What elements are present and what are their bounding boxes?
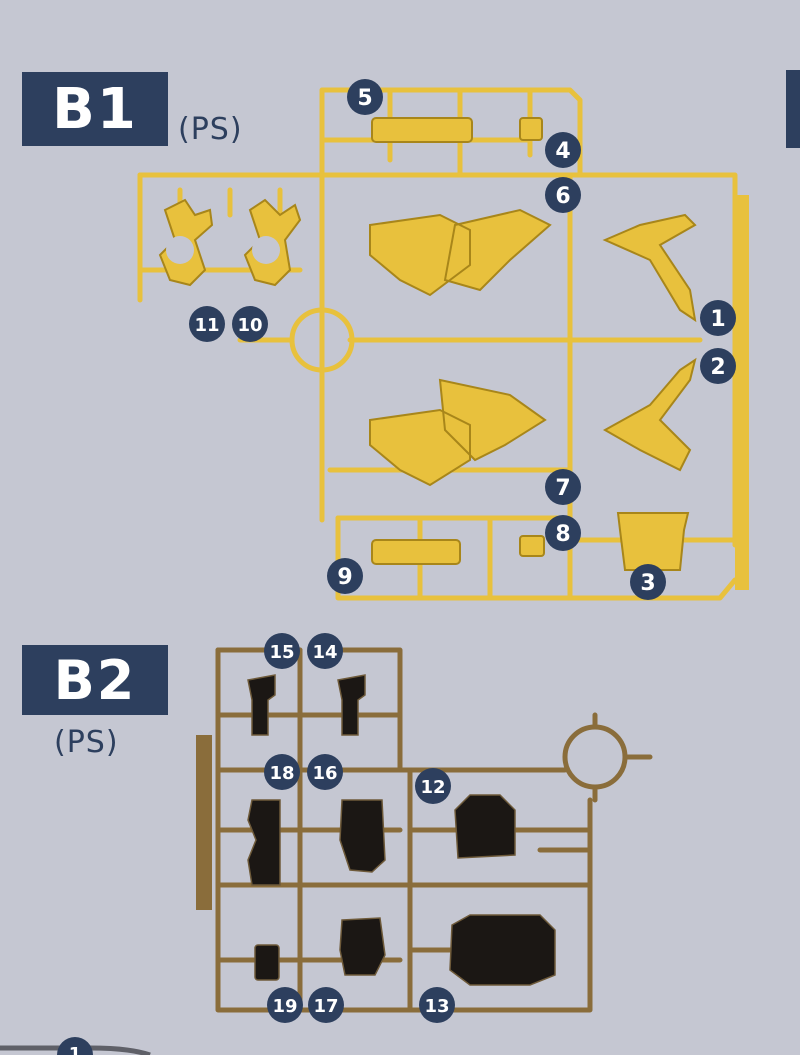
b2-badges: 15 14 18 16 12 19 17 13	[264, 633, 455, 1023]
b1-part-4	[519, 117, 543, 141]
b1-frame-bottom	[335, 515, 738, 601]
b1-part-9	[371, 539, 461, 565]
badge-17: 17	[308, 987, 344, 1023]
svg-text:13: 13	[424, 996, 449, 1017]
b1-ring-holes	[166, 236, 280, 264]
badge-15: 15	[264, 633, 300, 669]
b2-ring	[562, 724, 628, 790]
svg-text:14: 14	[312, 642, 337, 663]
svg-text:4: 4	[555, 139, 570, 164]
b2-part-19	[254, 944, 280, 981]
b2-parts	[247, 674, 556, 986]
b2-part-15	[247, 674, 276, 736]
b2-runner	[215, 647, 653, 1013]
partial-label-edge	[786, 70, 800, 148]
svg-text:19: 19	[272, 996, 297, 1017]
b1-part-2	[602, 357, 697, 472]
svg-text:1: 1	[69, 1044, 82, 1055]
b2-frame-top	[215, 647, 403, 773]
b2-ring-spokes	[592, 712, 653, 803]
b1-part-6	[369, 208, 552, 297]
b2-part-17	[339, 917, 386, 976]
svg-text:18: 18	[269, 763, 294, 784]
badge-7: 7	[545, 469, 581, 505]
badge-9: 9	[327, 558, 363, 594]
svg-text:2: 2	[710, 355, 725, 380]
badge-19: 19	[267, 987, 303, 1023]
b1-parts	[158, 117, 697, 571]
b1-label: B1	[22, 72, 168, 146]
svg-text:5: 5	[357, 86, 372, 111]
svg-text:3: 3	[640, 571, 655, 596]
b2-label: B2	[22, 645, 168, 715]
b1-part-5	[371, 117, 473, 143]
badge-12: 12	[415, 768, 451, 804]
badge-partial	[57, 1037, 93, 1055]
badge-14: 14	[307, 633, 343, 669]
svg-text:12: 12	[420, 777, 445, 798]
badge-5: 5	[347, 79, 383, 115]
svg-text:9: 9	[337, 565, 352, 590]
badge-4: 4	[545, 132, 581, 168]
b2-tab	[196, 735, 212, 910]
b1-part-1	[602, 213, 697, 323]
badge-11: 11	[189, 306, 225, 342]
badge-2: 2	[700, 348, 736, 384]
b2-part-13	[449, 914, 556, 986]
svg-text:1: 1	[710, 307, 725, 332]
b2-right-inner	[407, 827, 593, 953]
b1-material: (PS)	[178, 112, 243, 147]
b1-part-3	[616, 512, 690, 571]
svg-text:7: 7	[555, 476, 570, 501]
b1-part-7	[369, 378, 547, 487]
svg-text:6: 6	[555, 184, 570, 209]
b2-part-14	[337, 674, 366, 736]
svg-text:10: 10	[237, 315, 262, 336]
badge-16: 16	[307, 754, 343, 790]
b2-part-18	[247, 799, 281, 886]
badge-8: 8	[545, 515, 581, 551]
svg-text:8: 8	[555, 522, 570, 547]
svg-text:17: 17	[313, 996, 338, 1017]
b1-tab	[735, 195, 749, 590]
badge-18: 18	[264, 754, 300, 790]
partial-bottom-runner: 1	[0, 1037, 151, 1055]
badge-3: 3	[630, 564, 666, 600]
b1-part-8	[519, 535, 545, 557]
svg-text:15: 15	[269, 642, 294, 663]
svg-text:16: 16	[312, 763, 337, 784]
b2-part-12	[454, 794, 516, 859]
badge-13: 13	[419, 987, 455, 1023]
b2-material: (PS)	[54, 725, 119, 760]
b1-mid-lines	[327, 467, 573, 601]
b2-part-16	[339, 799, 386, 873]
b1-upper-frame	[319, 87, 583, 178]
badge-6: 6	[545, 177, 581, 213]
b1-badges: 5 4 6 1 2 7 8 3 9 11 10	[189, 79, 736, 600]
badge-10: 10	[232, 306, 268, 342]
badge-1: 1	[700, 300, 736, 336]
svg-text:11: 11	[194, 315, 219, 336]
